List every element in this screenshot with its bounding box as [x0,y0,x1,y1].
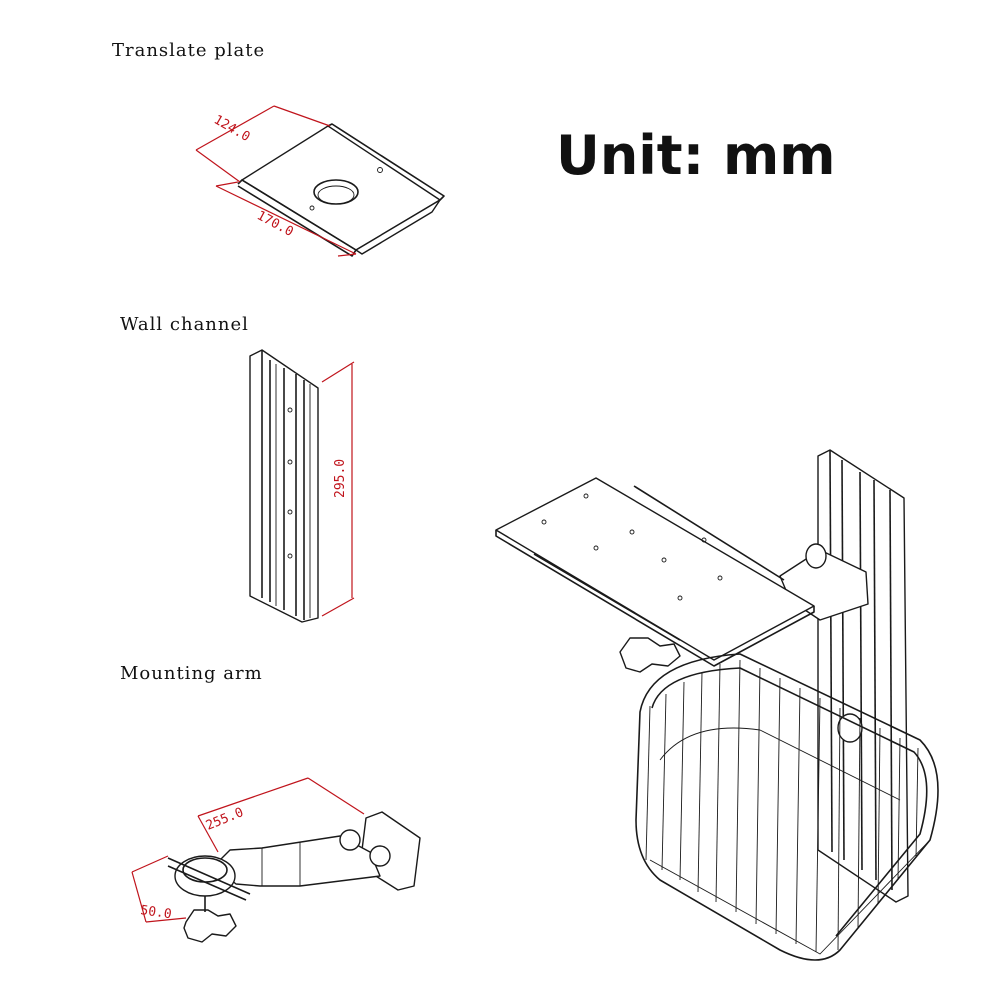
dim-plate-width: 170.0 [254,208,296,240]
translate-plate-drawing [195,105,445,257]
translate-plate-label: Translate plate [112,40,266,61]
wall-channel-label: Wall channel [120,314,249,335]
dim-channel-height: 295.0 [333,459,348,498]
mounting-arm-drawing [131,777,421,943]
dim-arm-diameter: 50.0 [139,903,172,922]
dim-arm-length: 255.0 [204,805,246,834]
mounting-arm-label: Mounting arm [120,663,263,684]
dim-plate-depth: 124.0 [211,112,252,145]
basket-bars [645,659,919,953]
wall-channel-drawing [249,349,355,623]
unit-label: Unit: mm [556,124,836,187]
assembled-mount-drawing [495,449,939,961]
